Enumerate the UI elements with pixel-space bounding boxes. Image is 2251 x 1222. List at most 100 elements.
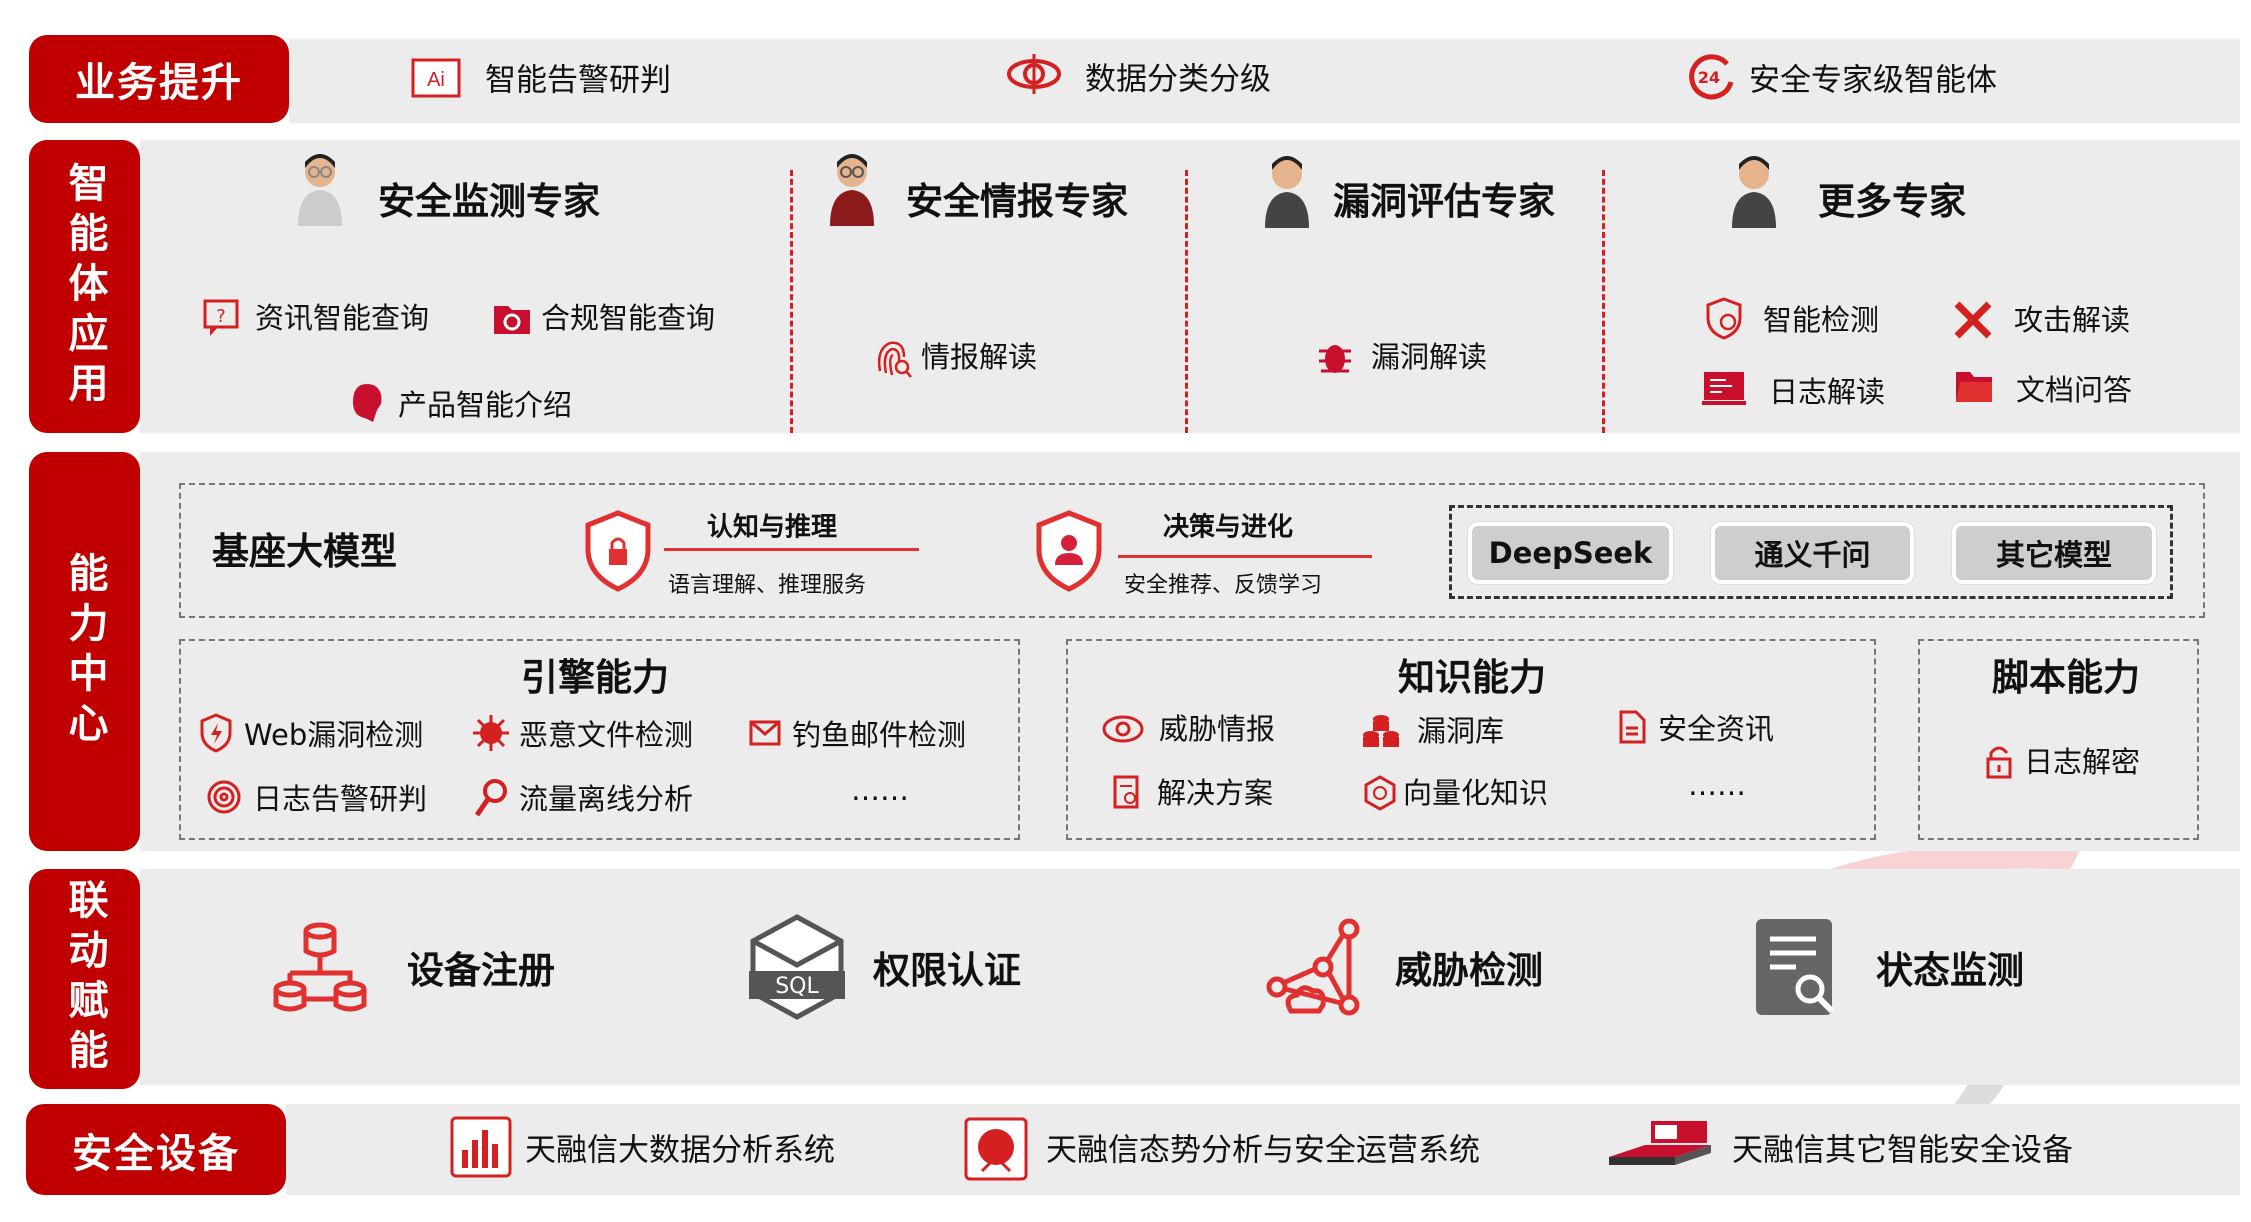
knowledge-box [1066, 639, 1876, 840]
question-chat-icon: ? [203, 299, 239, 336]
device-item: 天融信大数据分析系统 [525, 1132, 835, 1169]
folder-search-icon [494, 306, 530, 334]
device-item: 天融信其它智能安全设备 [1732, 1132, 2073, 1169]
expert-title: 安全情报专家 [906, 180, 1128, 223]
bug-icon [1319, 345, 1351, 373]
script-title: 脚本能力 [1992, 656, 2140, 699]
knowledge-item: 解决方案 [1157, 776, 1274, 810]
engine-box [179, 639, 1020, 840]
model-list-box [1449, 505, 2173, 599]
fingerprint-icon [877, 341, 912, 378]
linkage-item: 权限认证 [873, 949, 1021, 992]
knowledge-title: 知识能力 [1398, 656, 1546, 699]
business-band [289, 39, 2240, 123]
brain-head-icon [353, 384, 382, 422]
business-item: 智能告警研判 [485, 62, 671, 99]
base-model-title: 基座大模型 [212, 530, 397, 573]
engine-item: 恶意文件检测 [519, 718, 694, 752]
shield-check-icon [1706, 297, 1742, 340]
svg-text:?: ? [216, 306, 226, 327]
knowledge-item: 漏洞库 [1417, 714, 1505, 748]
knowledge-more: …… [1688, 768, 1746, 802]
divider [1602, 170, 1605, 433]
vector-knowledge-icon [1364, 775, 1396, 811]
bar-chart-app-icon [450, 1116, 512, 1178]
log-screen-icon [1702, 372, 1746, 405]
security-appliance-icon [1609, 1121, 1711, 1165]
divider [1185, 170, 1188, 433]
pillar-title: 认知与推理 [707, 512, 838, 543]
knowledge-item: 向量化知识 [1403, 776, 1549, 810]
svg-text:SQL: SQL [775, 974, 819, 999]
linkage-item: 状态监测 [1876, 949, 2024, 992]
shield-lock-icon [585, 510, 651, 592]
status-doc-search-icon [1756, 919, 1835, 1015]
engine-item: 钓鱼邮件检测 [792, 718, 967, 752]
business-item: 安全专家级智能体 [1749, 62, 1997, 99]
ai-icon: Ai [411, 58, 461, 98]
agent-item: 资讯智能查询 [255, 301, 430, 335]
sql-cube-icon: SQL [749, 914, 845, 1020]
devices-band [286, 1104, 2240, 1195]
shield-user-icon [1036, 510, 1102, 592]
agent-item: 情报解读 [921, 340, 1038, 374]
engine-more: …… [851, 773, 909, 807]
virus-icon [473, 715, 509, 751]
expert-title: 更多专家 [1818, 180, 1966, 223]
agent-item: 攻击解读 [2014, 303, 2131, 337]
engine-item: 流量离线分析 [519, 782, 694, 816]
document-icon [1619, 710, 1646, 744]
capability-label: 能力中心 [29, 452, 140, 851]
linkage-item: 设备注册 [407, 949, 555, 992]
expert-avatar-icon [1732, 156, 1776, 228]
threat-eye-icon [1102, 715, 1144, 743]
magnifier-icon [474, 779, 507, 817]
cross-swords-icon [1954, 301, 1992, 339]
engine-title: 引擎能力 [521, 656, 669, 699]
linkage-label: 联动赋能 [29, 869, 140, 1089]
pillar-sub: 语言理解、推理服务 [668, 573, 867, 598]
agent-item: 文档问答 [2016, 373, 2133, 407]
svg-text:24: 24 [1698, 68, 1720, 87]
devices-label: 安全设备 [26, 1104, 286, 1195]
model-tongyi-button[interactable]: 通义千问 [1711, 522, 1914, 584]
unlock-icon [1986, 746, 2012, 779]
expert-title: 安全监测专家 [378, 180, 600, 223]
linkage-band [140, 869, 2240, 1085]
database-icon [1363, 715, 1399, 747]
expert-title: 漏洞评估专家 [1333, 180, 1555, 223]
device-network-icon [273, 922, 367, 1012]
business-item: 数据分类分级 [1085, 61, 1271, 98]
agent-item: 智能检测 [1763, 303, 1880, 337]
device-item: 天融信态势分析与安全运营系统 [1046, 1132, 1480, 1169]
base-model-box [179, 483, 2205, 618]
expert-avatar-icon [298, 154, 342, 226]
agent-item: 日志解读 [1769, 375, 1886, 409]
svg-text:Ai: Ai [427, 69, 445, 91]
pillar-underline [1118, 555, 1372, 558]
expert-avatar-icon [830, 154, 874, 226]
expert-avatar-icon [1265, 156, 1309, 228]
knowledge-item: 威胁情报 [1159, 712, 1276, 746]
threat-network-icon [1266, 918, 1360, 1016]
model-deepseek-button[interactable]: DeepSeek [1468, 522, 1673, 584]
business-label: 业务提升 [29, 35, 289, 123]
pillar-title: 决策与进化 [1163, 512, 1294, 543]
script-item: 日志解密 [2024, 745, 2141, 779]
model-other-button[interactable]: 其它模型 [1952, 522, 2156, 584]
divider [790, 170, 793, 433]
folder-icon [1956, 372, 1992, 402]
agent-item: 产品智能介绍 [398, 388, 573, 422]
24h-icon: 24 [1689, 54, 1734, 100]
agents-band [140, 140, 2240, 433]
solution-doc-icon [1113, 775, 1139, 809]
knowledge-item: 安全资讯 [1658, 712, 1775, 746]
shield-bolt-icon [200, 713, 232, 753]
pillar-sub: 安全推荐、反馈学习 [1124, 573, 1323, 598]
engine-item: Web漏洞检测 [244, 718, 424, 752]
linkage-item: 威胁检测 [1395, 949, 1543, 992]
agent-item: 漏洞解读 [1371, 340, 1488, 374]
pillar-underline [664, 548, 919, 551]
script-box [1918, 639, 2199, 840]
mail-icon [749, 720, 781, 746]
